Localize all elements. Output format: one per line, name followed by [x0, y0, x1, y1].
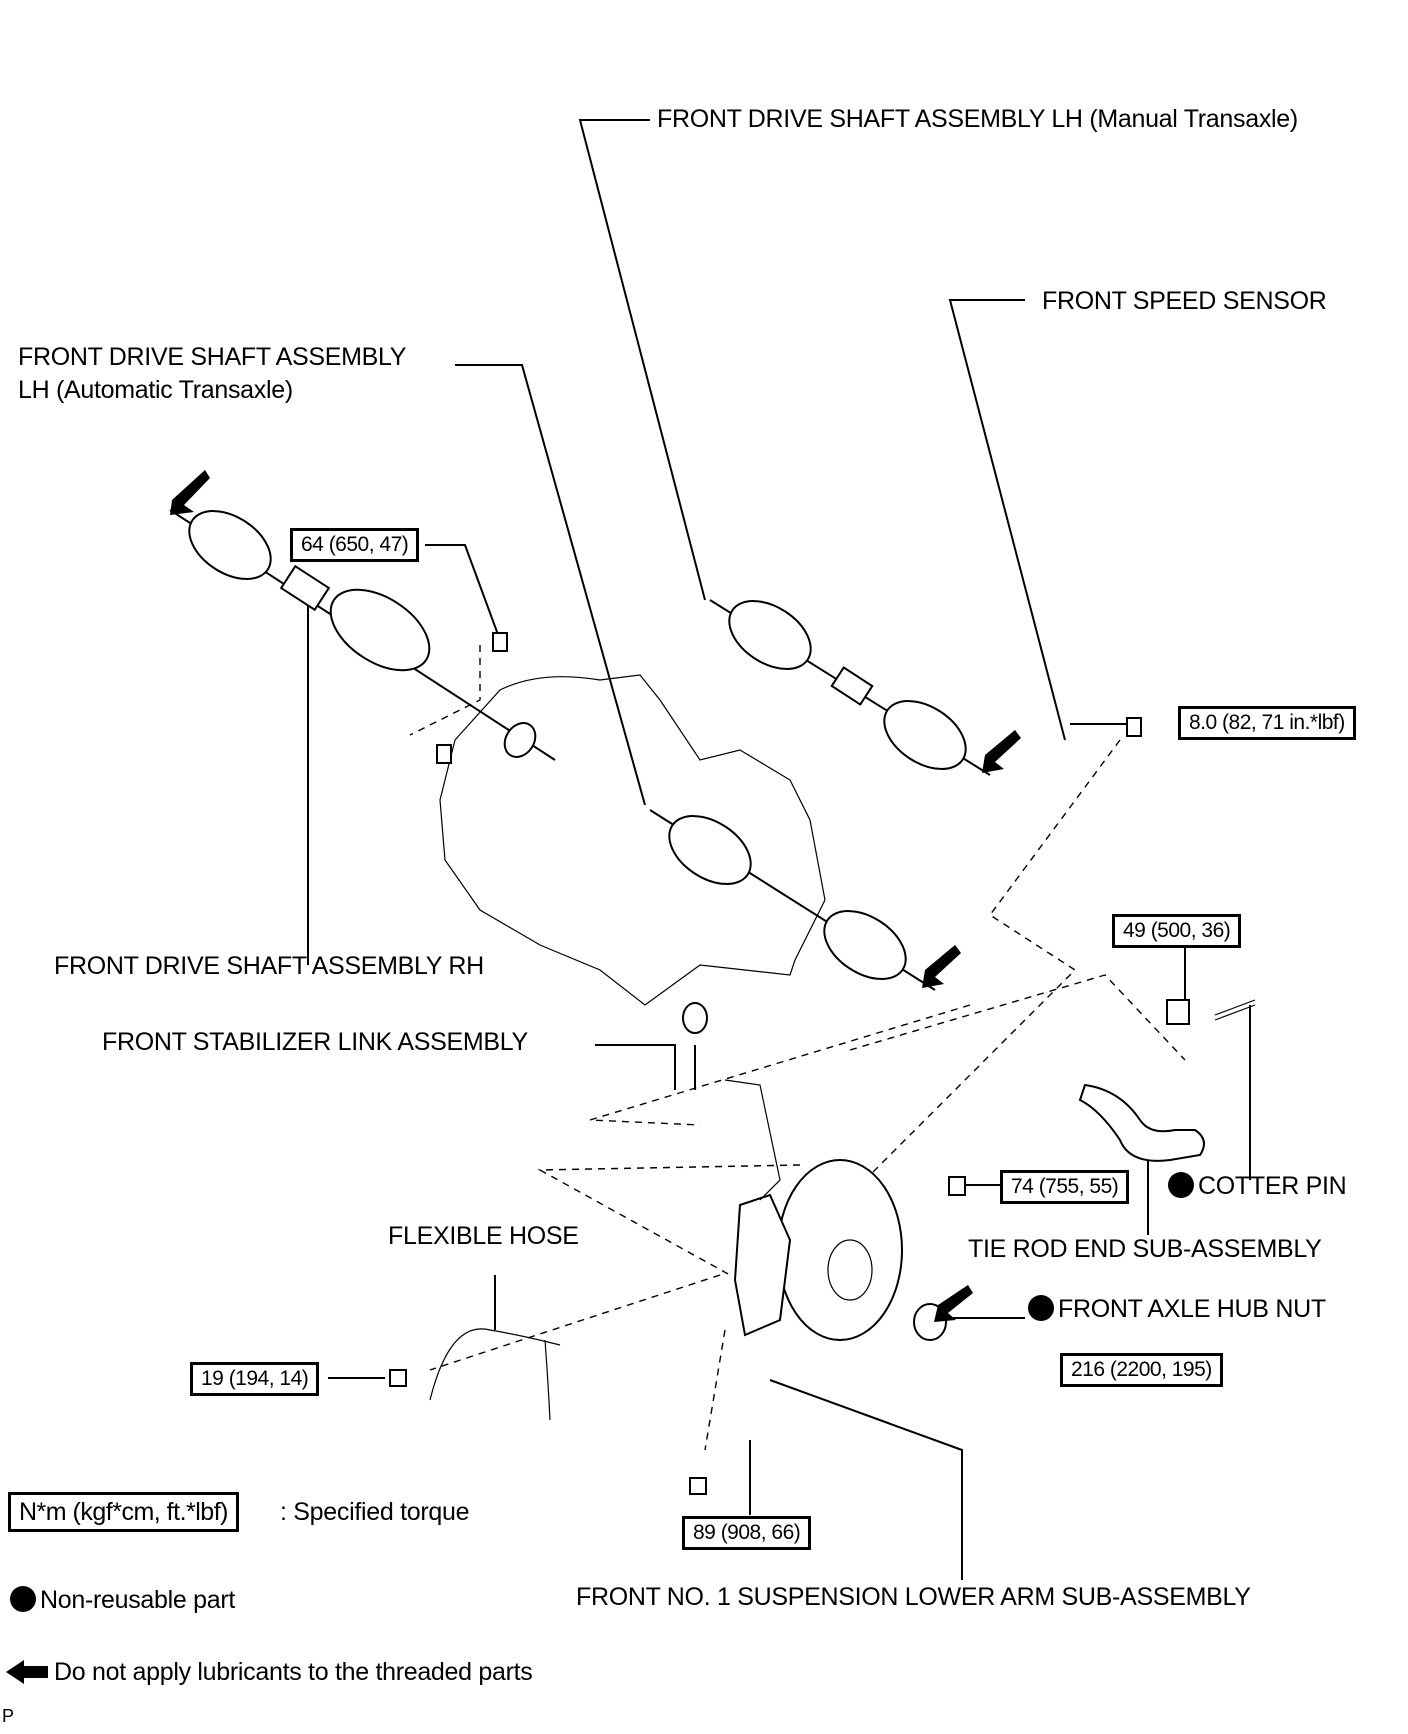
transaxle-housing-outline — [439, 674, 826, 1006]
non-reusable-dot-icon — [10, 1586, 36, 1612]
torque-hub-nut: 216 (2200, 195) — [1060, 1353, 1223, 1387]
label-tie-rod-end: TIE ROD END SUB-ASSEMBLY — [968, 1235, 1322, 1263]
label-front-stabilizer-link: FRONT STABILIZER LINK ASSEMBLY — [102, 1028, 528, 1056]
torque-lower-arm-bolt: 89 (908, 66) — [682, 1516, 812, 1550]
torque-hose-bolt: 19 (194, 14) — [190, 1362, 320, 1396]
label-lower-arm: FRONT NO. 1 SUSPENSION LOWER ARM SUB-ASS… — [576, 1583, 1251, 1611]
leader-lines — [307, 119, 1251, 1580]
legend-non-reusable: Non-reusable part — [10, 1586, 235, 1614]
label-flexible-hose: FLEXIBLE HOSE — [388, 1222, 579, 1250]
torque-tie-rod-nut: 49 (500, 36) — [1112, 914, 1242, 948]
non-reusable-dot-icon — [1168, 1172, 1194, 1198]
torque-stabilizer-nut: 74 (755, 55) — [1000, 1170, 1130, 1204]
label-drive-shaft-lh-auto-line2: LH (Automatic Transaxle) — [18, 376, 293, 404]
drive-shaft-rh — [169, 509, 556, 761]
label-cotter-pin: COTTER PIN — [1168, 1172, 1347, 1200]
corner-mark: P — [2, 1706, 14, 1726]
legend-non-reusable-text: Non-reusable part — [40, 1586, 236, 1614]
label-front-speed-sensor: FRONT SPEED SENSOR — [1042, 287, 1327, 315]
legend-torque-unit-box: N*m (kgf*cm, ft.*lbf) — [8, 1492, 239, 1532]
drive-shaft-lh-auto — [649, 809, 936, 991]
flexible-hose-shape — [429, 1328, 561, 1421]
legend-no-lube: Do not apply lubricants to the threaded … — [54, 1658, 533, 1686]
tie-rod-end — [1078, 1083, 1205, 1162]
label-front-axle-hub-nut-text: FRONT AXLE HUB NUT — [1058, 1295, 1326, 1323]
legend-no-lube-arrow-icon — [6, 1660, 48, 1684]
label-front-axle-hub-nut: FRONT AXLE HUB NUT — [1028, 1295, 1326, 1323]
drive-shaft-lh-manual — [709, 599, 991, 776]
assembly-dashed-lines — [409, 645, 1186, 1451]
torque-transaxle-bolt: 64 (650, 47) — [290, 528, 420, 562]
legend-torque-desc: : Specified torque — [280, 1498, 470, 1526]
non-reusable-dot-icon — [1028, 1295, 1054, 1321]
label-cotter-pin-text: COTTER PIN — [1198, 1172, 1347, 1200]
label-drive-shaft-rh: FRONT DRIVE SHAFT ASSEMBLY RH — [54, 952, 484, 980]
steering-knuckle-and-disc — [724, 1079, 903, 1341]
tie-rod-nut — [1166, 999, 1190, 1025]
no-lube-arrow-icons — [170, 470, 1021, 1322]
fasteners — [389, 632, 1142, 1495]
label-drive-shaft-lh-manual: FRONT DRIVE SHAFT ASSEMBLY LH (Manual Tr… — [657, 105, 1298, 133]
torque-speed-sensor-bolt: 8.0 (82, 71 in.*lbf) — [1178, 706, 1356, 740]
label-drive-shaft-lh-auto-line1: FRONT DRIVE SHAFT ASSEMBLY — [18, 343, 407, 371]
cotter-pin-shape — [1214, 999, 1256, 1021]
